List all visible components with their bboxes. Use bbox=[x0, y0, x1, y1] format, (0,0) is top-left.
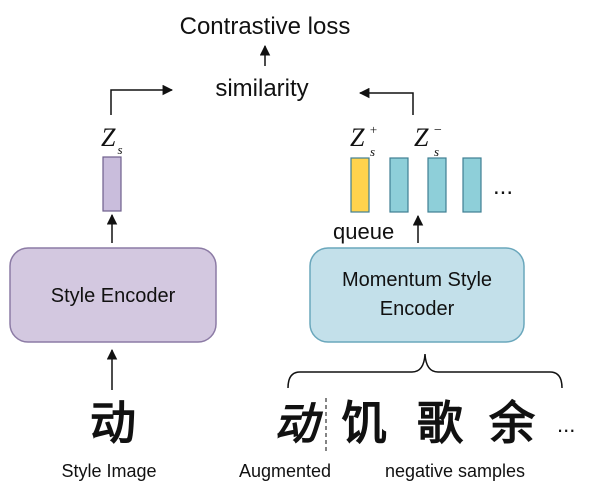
queue-feature-vector bbox=[462, 157, 482, 213]
negative-glyph: 歌 bbox=[417, 396, 464, 450]
svg-text:Z: Z bbox=[350, 123, 365, 152]
svg-text:−: − bbox=[433, 123, 442, 138]
momentum-encoder-label-line2: Encoder bbox=[380, 298, 455, 320]
queue-to-similarity-arrow bbox=[358, 87, 414, 115]
anchor-to-similarity-arrow bbox=[110, 84, 174, 115]
positive-feature-vector bbox=[350, 157, 370, 213]
input-group-brace bbox=[287, 353, 563, 389]
similarity-label: similarity bbox=[215, 75, 308, 102]
negatives-ellipsis: ... bbox=[557, 412, 575, 437]
style-image-label: Style Image bbox=[61, 461, 156, 481]
momentum-encoder-label-line1: Momentum Style bbox=[342, 269, 492, 291]
svg-text:Z: Z bbox=[414, 123, 429, 152]
svg-text:s: s bbox=[434, 144, 439, 159]
momentum-style-encoder-block: Momentum Style Encoder bbox=[309, 247, 525, 343]
svg-text:+: + bbox=[369, 122, 378, 137]
queue-feature-vector bbox=[427, 157, 447, 213]
queue-label: queue bbox=[333, 219, 394, 244]
style-encoder-block: Style Encoder bbox=[9, 247, 217, 343]
negative-glyph: 余 bbox=[488, 396, 536, 450]
augmented-label: Augmented bbox=[239, 461, 331, 481]
contrastive-loss-title: Contrastive loss bbox=[180, 13, 351, 40]
style-image-glyph: 动 bbox=[90, 396, 136, 450]
svg-text:Zs: Zs bbox=[101, 123, 123, 157]
negative-samples-label: negative samples bbox=[385, 461, 525, 481]
queue-ellipsis: ... bbox=[493, 173, 513, 200]
positive-feature-label: Z + s bbox=[350, 122, 378, 159]
augmented-glyph: 动 bbox=[274, 399, 324, 450]
queue-feature-vector bbox=[389, 157, 409, 213]
negative-feature-label: Z − s bbox=[414, 123, 442, 159]
style-encoder-label: Style Encoder bbox=[51, 285, 176, 307]
negative-glyph: 饥 bbox=[341, 396, 387, 450]
anchor-feature-vector bbox=[102, 156, 122, 212]
svg-text:s: s bbox=[370, 144, 375, 159]
